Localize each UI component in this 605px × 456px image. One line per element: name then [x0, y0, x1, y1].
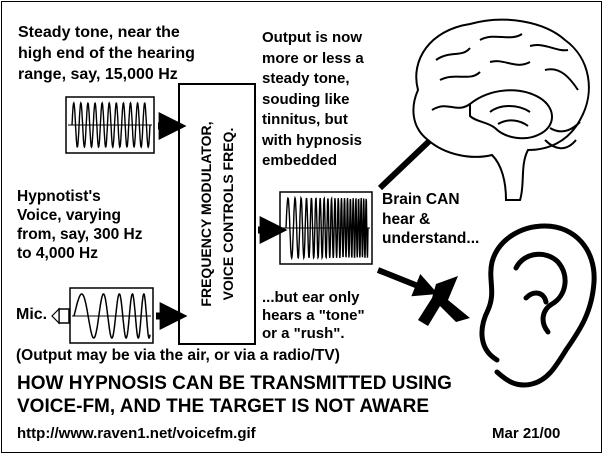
brain-can-label: Brain CAN hear & understand...	[382, 191, 480, 247]
output-description: Output is now more or less a steady tone…	[262, 29, 364, 169]
arrow-output-to-ear	[376, 267, 439, 297]
brain-icon	[412, 18, 590, 201]
date-label: Mar 21/00	[492, 425, 561, 442]
frequency-modulator-box	[178, 83, 256, 345]
output-via-note: (Output may be via the air, or via a rad…	[16, 347, 340, 364]
output-box	[279, 191, 373, 265]
modulator-label: FREQUENCY MODULATOR, VOICE CONTROLS FREQ…	[198, 121, 236, 307]
voice-wave	[73, 293, 151, 339]
hypnotist-voice-label: Hypnotist's Voice, varying from, say, 30…	[17, 188, 143, 262]
voice-input-box	[69, 287, 154, 344]
steady-tone-box	[65, 96, 155, 154]
source-url: http://www.raven1.net/voicefm.gif	[17, 425, 256, 442]
mic-label: Mic.	[16, 306, 48, 323]
steady-tone-label: Steady tone, near the high end of the he…	[18, 24, 195, 83]
x-mark-icon	[418, 276, 470, 326]
steady-tone-wave	[71, 101, 151, 149]
headline: HOW HYPNOSIS CAN BE TRANSMITTED USING VO…	[17, 373, 452, 417]
ear-icon	[479, 223, 597, 388]
microphone-icon	[51, 307, 70, 325]
output-wave	[285, 195, 369, 261]
ear-only-label: ...but ear only hears a "tone" or a "rus…	[262, 289, 365, 342]
